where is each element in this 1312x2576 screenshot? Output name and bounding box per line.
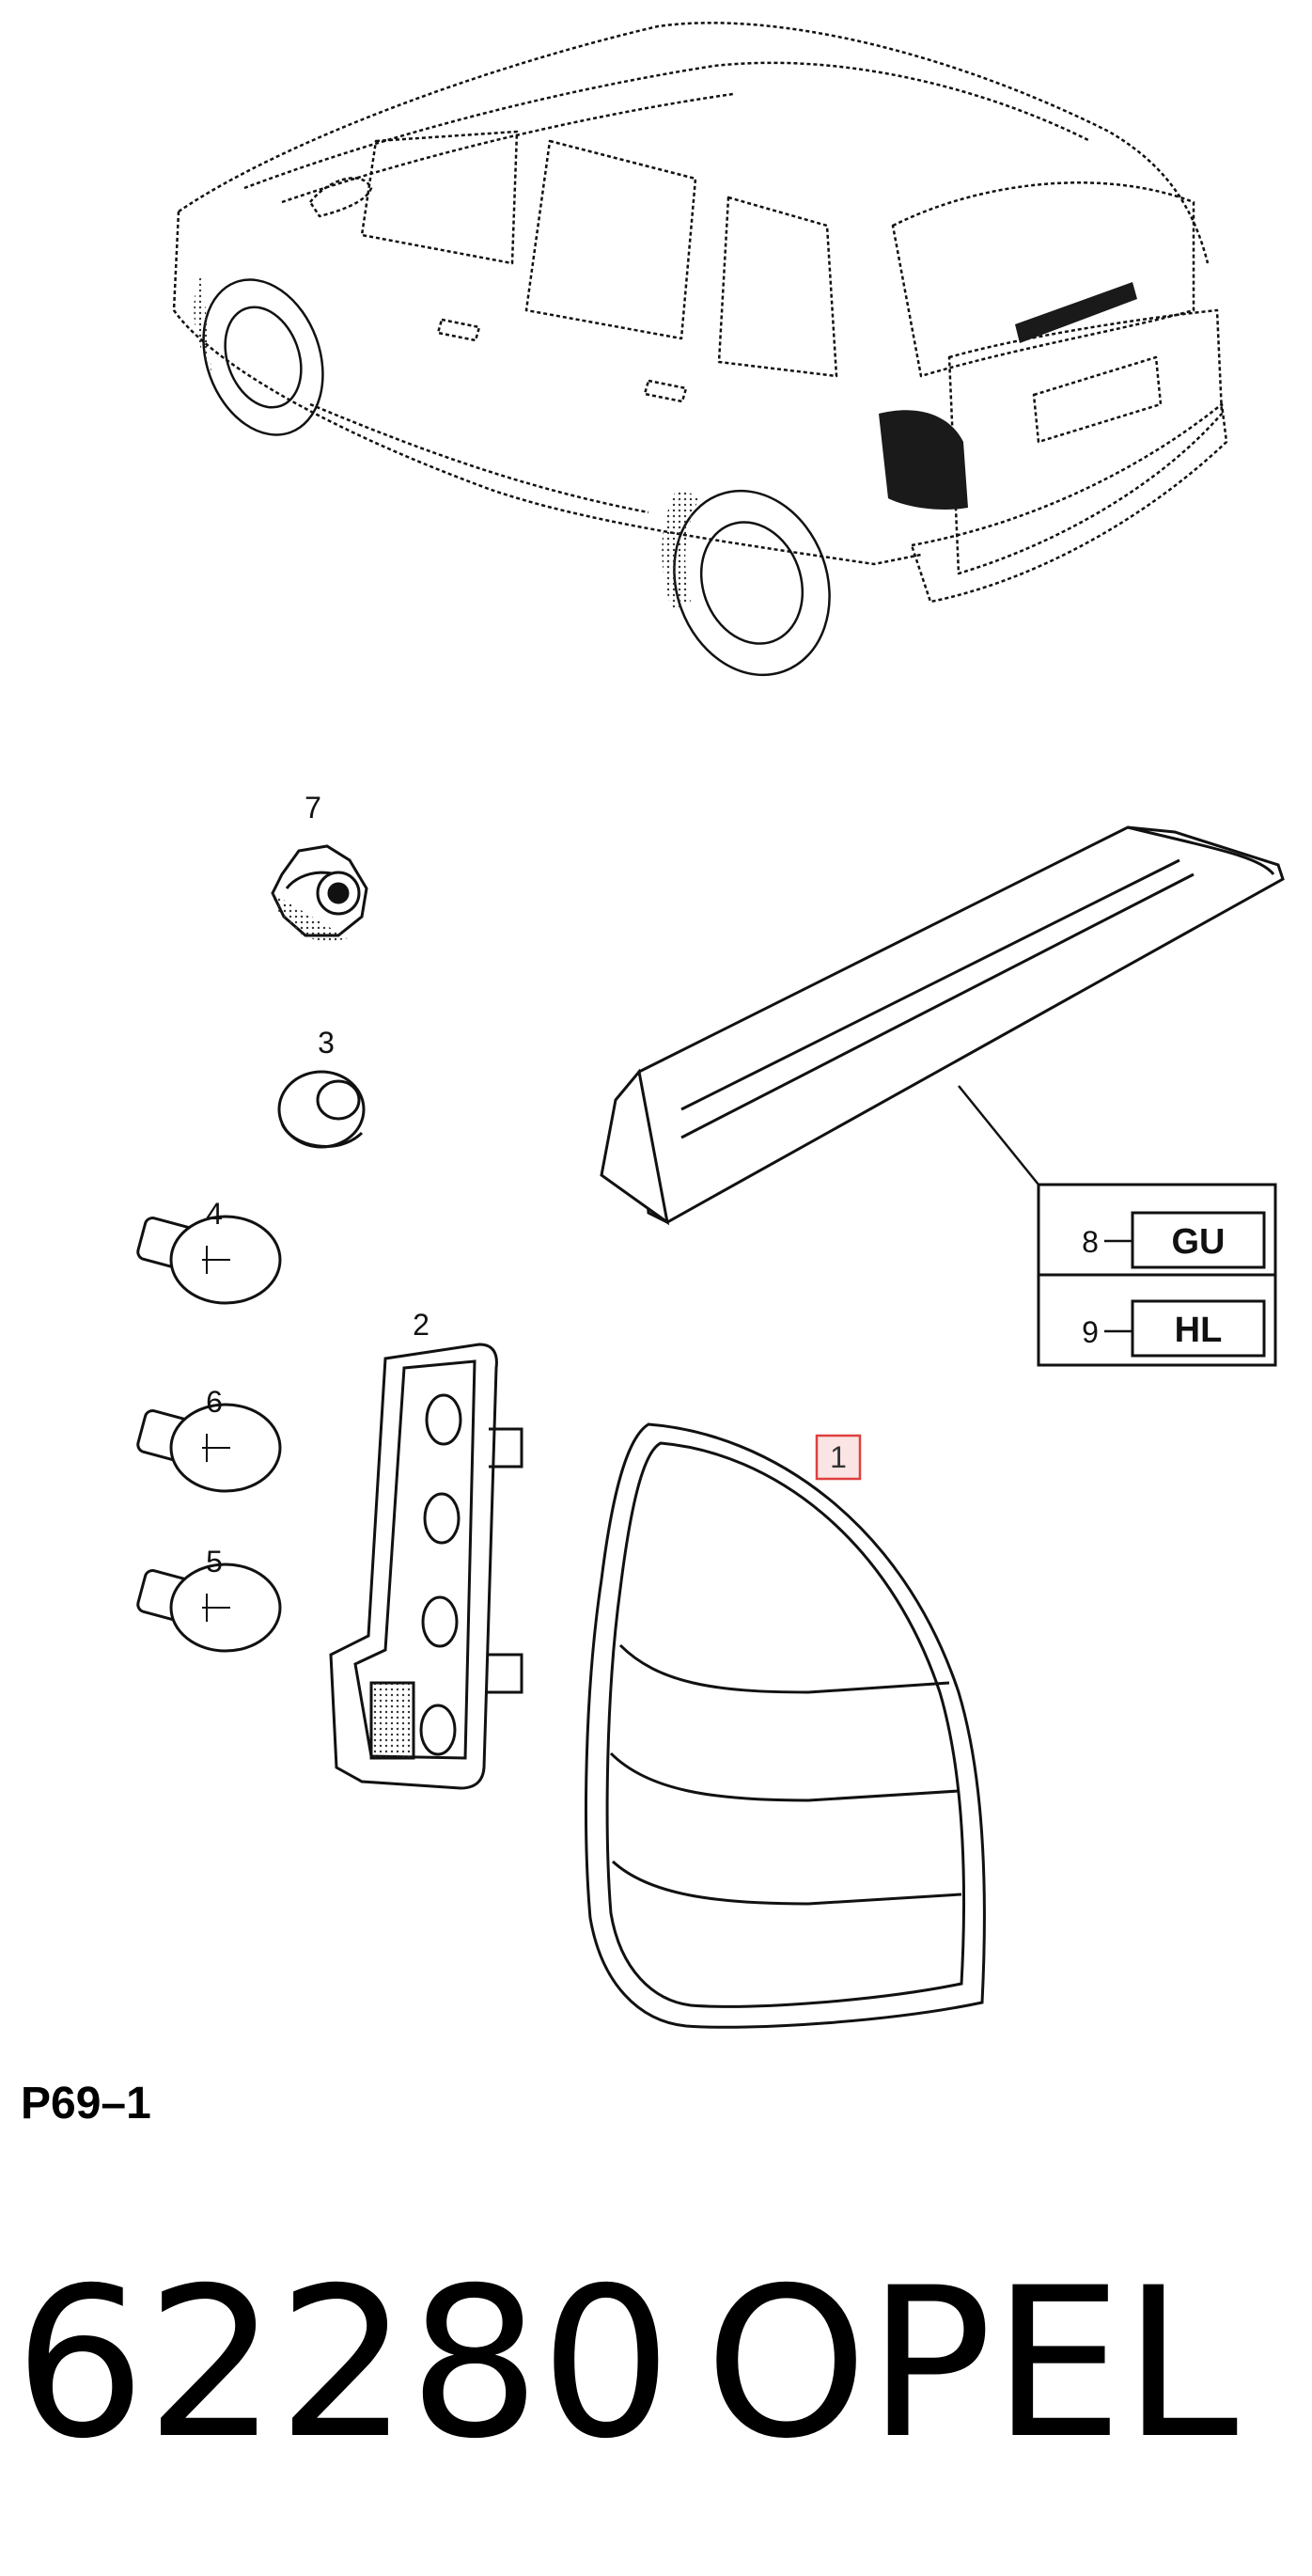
bulb-part-4 <box>136 1215 282 1305</box>
callout-3: 3 <box>318 1026 335 1060</box>
van-tail-lamp <box>879 410 968 510</box>
part-grommet <box>277 1070 366 1149</box>
catalog-number: 62280 <box>14 2243 672 2484</box>
page-reference: P69–1 <box>21 2079 151 2128</box>
leader-line <box>958 1085 1039 1186</box>
bulb-part-6 <box>136 1403 282 1493</box>
part-tail-lamp <box>585 1422 986 2029</box>
part-bulb-holder <box>329 1343 523 1790</box>
callout-6: 6 <box>206 1385 223 1419</box>
part-brake-light <box>600 825 1285 1226</box>
brand-name: OPEL <box>705 2243 1238 2484</box>
callout-4: 4 <box>206 1197 223 1231</box>
callout-7: 7 <box>305 791 321 825</box>
variant-box: 8 GU 9 HL <box>1037 1183 1277 1367</box>
callout-1: 1 <box>830 1440 847 1474</box>
vehicle-wheels <box>194 273 831 677</box>
vehicle-illustration <box>172 22 1228 604</box>
variant-8-code: GU <box>1172 1222 1226 1262</box>
part-nut <box>271 844 368 942</box>
bulb-part-5 <box>136 1563 282 1653</box>
van-brake-light <box>1015 282 1137 343</box>
variant-8-index: 8 <box>1082 1225 1099 1259</box>
callout-2: 2 <box>413 1308 430 1342</box>
variant-9-code: HL <box>1175 1311 1223 1350</box>
callout-1-highlight <box>815 1434 862 1481</box>
callout-5: 5 <box>206 1545 223 1579</box>
variant-9-index: 9 <box>1082 1315 1099 1349</box>
